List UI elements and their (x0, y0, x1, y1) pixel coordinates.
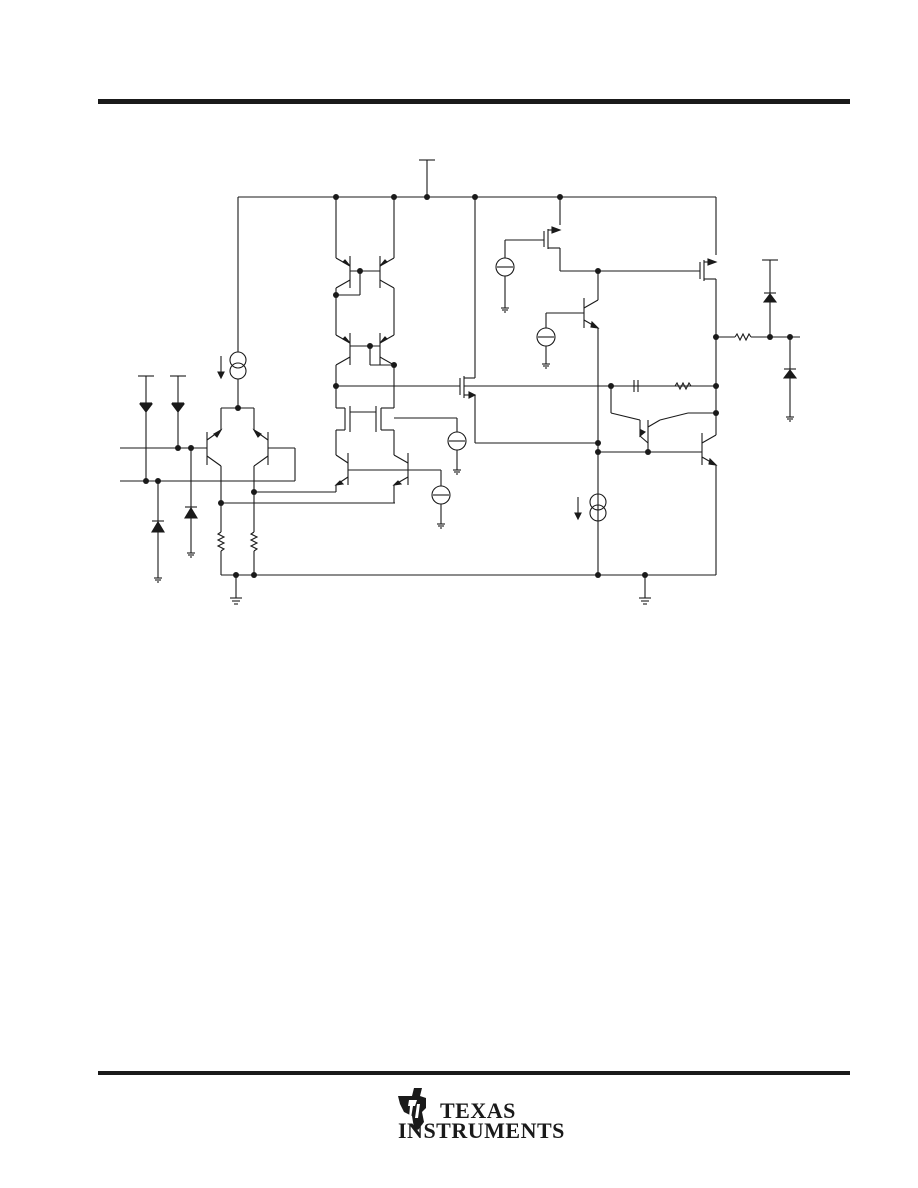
cascode-stage (334, 197, 467, 524)
output-protection (716, 259, 800, 417)
second-stage (459, 197, 718, 575)
junction-dots (143, 194, 793, 578)
logo-line-instruments: INSTRUMENTS (398, 1118, 565, 1143)
footer-rule (98, 1071, 850, 1075)
ground-rail (221, 465, 717, 598)
input-stage (120, 197, 395, 578)
texas-instruments-logo: TEXAS INSTRUMENTS (396, 1082, 564, 1142)
ground-symbols (154, 307, 794, 605)
logo-line-texas: TEXAS (440, 1098, 516, 1123)
supply-rail (238, 159, 717, 255)
header-rule (98, 99, 850, 104)
ti-state-logo-icon (398, 1088, 426, 1130)
